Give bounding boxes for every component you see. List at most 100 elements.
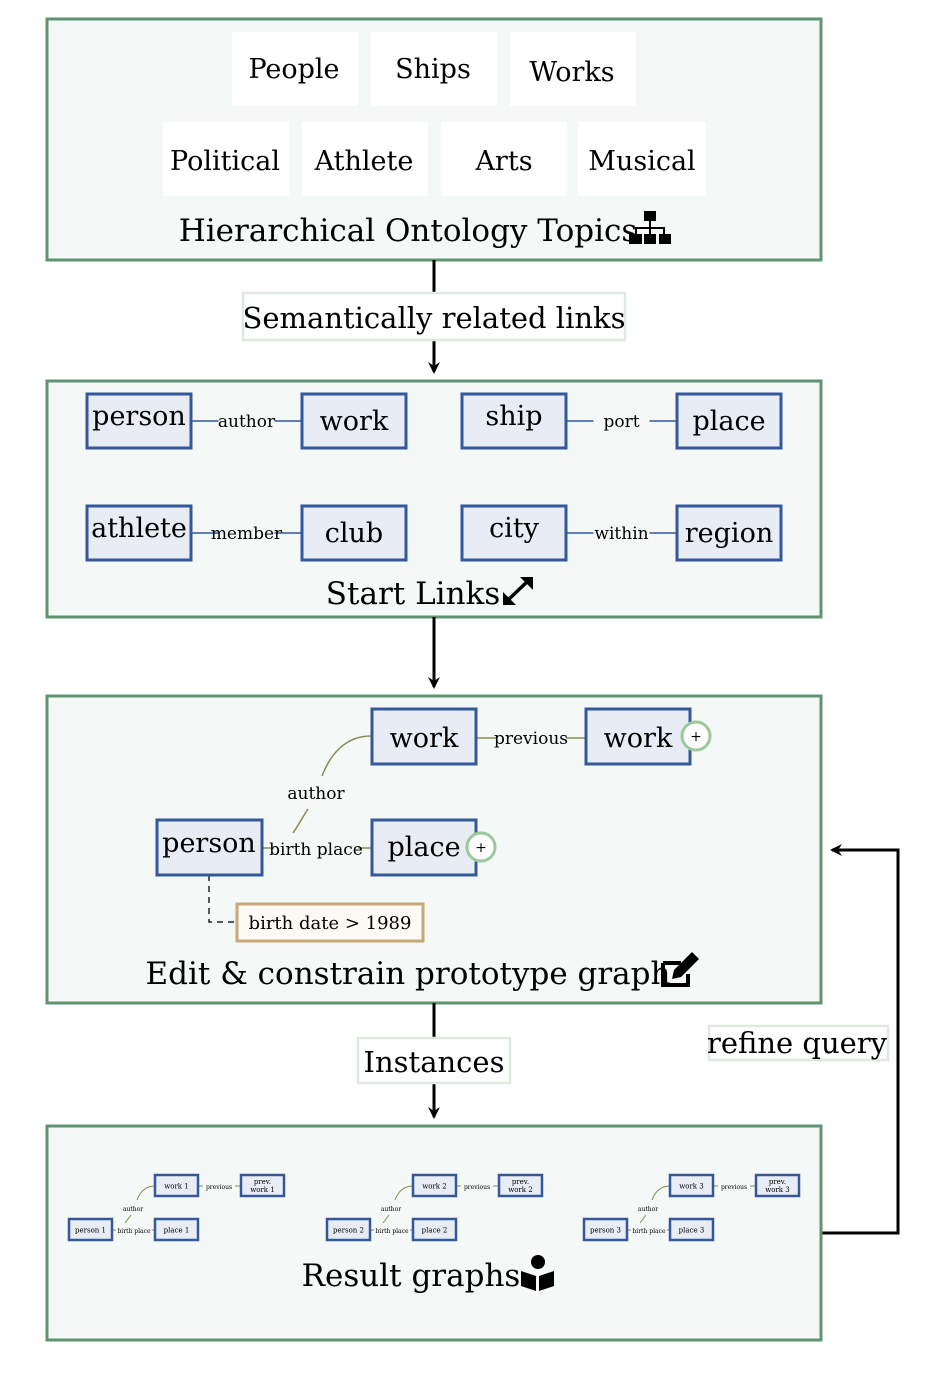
- topic-musical[interactable]: Musical: [588, 146, 695, 177]
- result-node-place: place 2: [422, 1227, 448, 1235]
- add-node-button-label: +: [475, 840, 487, 856]
- result-node-person: person 3: [590, 1227, 621, 1235]
- link-node-athlete: athlete: [91, 513, 187, 544]
- results-caption: Result graphs: [302, 1258, 521, 1294]
- link-node-person: person: [92, 401, 186, 432]
- link-node-box[interactable]: [300, 392, 408, 450]
- arrow-label-semantic: Semantically related links: [243, 301, 626, 335]
- arrow-label-instances: Instances: [364, 1045, 505, 1079]
- start-links-group: person author work ship port place athlete memb…: [85, 392, 783, 562]
- constraint-birth-date[interactable]: birth date > 1989: [249, 913, 412, 934]
- result-node-work-box[interactable]: [411, 1173, 458, 1198]
- link-node-club: club: [325, 518, 383, 549]
- arrow-label-refine: refine query: [707, 1026, 888, 1060]
- result-node-person-box[interactable]: [582, 1217, 629, 1242]
- topic-athlete[interactable]: Athlete: [314, 146, 414, 177]
- result-edge-previous: previous: [206, 1184, 232, 1191]
- result-node-person: person 2: [333, 1227, 364, 1235]
- start-link-athlete-club[interactable]: athlete member club: [85, 504, 408, 562]
- prototype-edge-birth-place[interactable]: birth place: [269, 840, 363, 860]
- result-node-prev-line2: work 1: [250, 1186, 274, 1194]
- result-node-place: place 1: [164, 1227, 190, 1235]
- link-relation-author: author: [218, 412, 276, 432]
- link-relation-within: within: [594, 524, 648, 544]
- result-node-prev-box[interactable]: [754, 1173, 801, 1198]
- result-node-person: person 1: [75, 1227, 106, 1235]
- result-edge-birth-place: birth place: [375, 1228, 409, 1235]
- result-edge-author: author: [123, 1206, 143, 1213]
- sitemap-icon: [629, 211, 671, 244]
- prototype-node-person[interactable]: person: [162, 828, 256, 859]
- link-relation-port: port: [603, 412, 639, 432]
- add-node-button[interactable]: [680, 720, 712, 752]
- result-node-prev-line1: prev.: [769, 1178, 786, 1186]
- start-link-person-work[interactable]: person author work: [85, 392, 408, 450]
- topic-works[interactable]: Works: [529, 57, 614, 88]
- link-node-box[interactable]: [675, 504, 783, 562]
- topic-political[interactable]: Political: [170, 146, 280, 177]
- link-node-region: region: [685, 518, 773, 549]
- topic-people[interactable]: People: [248, 54, 339, 85]
- prototype-node-previous-work[interactable]: work: [604, 723, 673, 754]
- book-reader-icon: [521, 1255, 554, 1291]
- result-node-work: work 2: [422, 1183, 446, 1191]
- result-node-prev-line1: prev.: [512, 1178, 529, 1186]
- start-link-ship-place[interactable]: ship port place: [460, 392, 783, 450]
- link-node-box[interactable]: [675, 392, 783, 450]
- topic-ships[interactable]: Ships: [395, 54, 471, 85]
- topics-caption: Hierarchical Ontology Topics: [179, 213, 638, 249]
- result-node-work: work 1: [164, 1183, 188, 1191]
- prototype-node-work[interactable]: work: [390, 723, 459, 754]
- result-node-work-box[interactable]: [153, 1173, 200, 1198]
- link-node-box[interactable]: [85, 504, 193, 562]
- result-edge-birth-place: birth place: [117, 1228, 151, 1235]
- prototype-edge-previous[interactable]: previous: [494, 729, 568, 749]
- result-edge-author: author: [638, 1206, 658, 1213]
- link-node-box[interactable]: [460, 392, 568, 450]
- link-node-box[interactable]: [460, 504, 568, 562]
- result-node-work: work 3: [679, 1183, 703, 1191]
- link-node-city: city: [489, 513, 540, 544]
- link-node-work: work: [320, 406, 389, 437]
- result-edge-previous: previous: [464, 1184, 490, 1191]
- result-node-place-box[interactable]: [411, 1217, 458, 1242]
- link-node-box[interactable]: [85, 392, 193, 450]
- result-edge-previous: previous: [721, 1184, 747, 1191]
- link-node-place: place: [692, 406, 765, 437]
- result-node-prev-line2: work 2: [508, 1186, 532, 1194]
- result-node-prev-box[interactable]: [239, 1173, 286, 1198]
- start-links-panel: person author work ship port place athlete memb…: [45, 379, 823, 619]
- prototype-panel: previous author birth place work work + …: [45, 694, 823, 1005]
- add-node-button[interactable]: [465, 831, 497, 863]
- prototype-caption: Edit & constrain prototype graph: [146, 956, 671, 992]
- add-node-button-label: +: [690, 729, 702, 745]
- result-node-person-box[interactable]: [325, 1217, 372, 1242]
- result-node-prev-line1: prev.: [254, 1178, 271, 1186]
- result-node-place-box[interactable]: [153, 1217, 200, 1242]
- result-node-prev-line2: work 3: [765, 1186, 789, 1194]
- result-node-person-box[interactable]: [67, 1217, 114, 1242]
- topics-panel: People Ships Works Political Athlete Art…: [45, 17, 823, 262]
- link-node-box[interactable]: [300, 504, 408, 562]
- link-relation-member: member: [211, 524, 283, 544]
- start-link-city-region[interactable]: city within region: [460, 504, 783, 562]
- result-node-place: place 3: [679, 1227, 705, 1235]
- link-node-ship: ship: [485, 401, 542, 432]
- result-edge-author: author: [381, 1206, 401, 1213]
- result-node-prev-box[interactable]: [497, 1173, 544, 1198]
- prototype-edge-author[interactable]: author: [287, 784, 345, 804]
- topic-arts[interactable]: Arts: [474, 146, 532, 177]
- result-node-place-box[interactable]: [668, 1217, 715, 1242]
- prototype-node-place[interactable]: place: [387, 832, 460, 863]
- expand-arrows-icon: [503, 577, 533, 605]
- result-node-work-box[interactable]: [668, 1173, 715, 1198]
- start-links-caption: Start Links: [326, 576, 500, 612]
- result-edge-birth-place: birth place: [632, 1228, 666, 1235]
- edit-icon[interactable]: [661, 952, 699, 987]
